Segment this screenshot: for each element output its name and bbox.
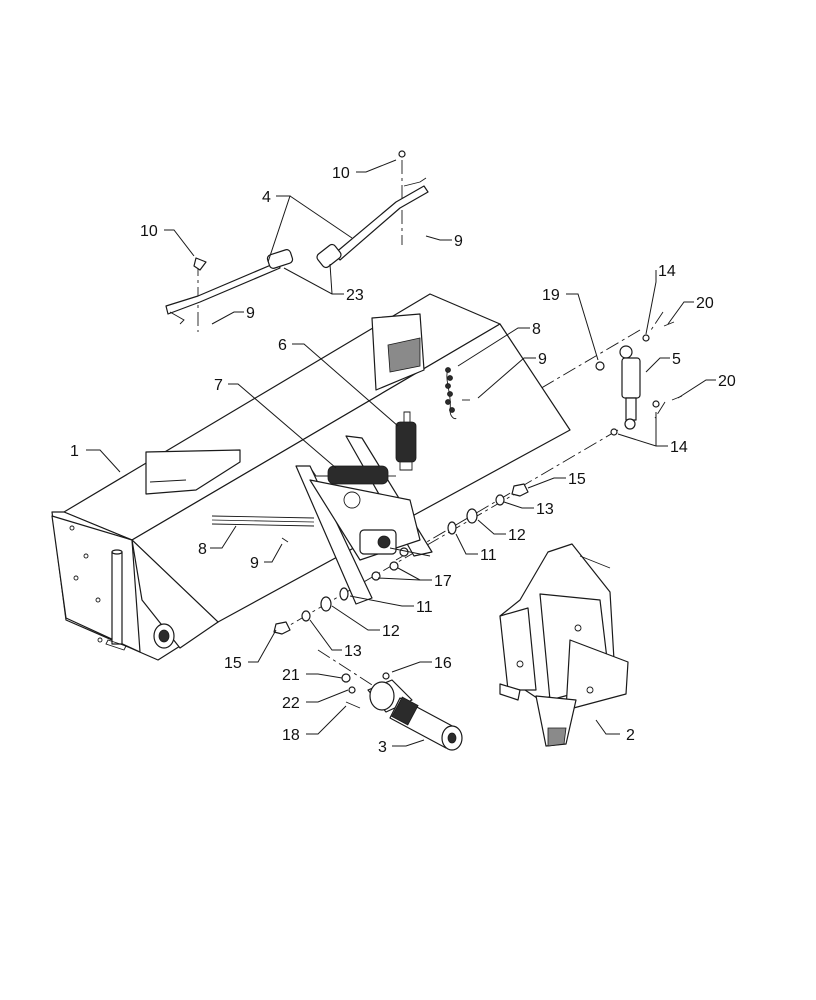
callout-19: 19 — [542, 287, 560, 304]
callout-1: 1 — [70, 443, 79, 460]
callout-8-lower: 8 — [198, 541, 207, 558]
callout-21: 21 — [282, 667, 300, 684]
link-rod-part-4-right — [316, 177, 429, 269]
callout-23: 23 — [346, 287, 364, 304]
shock-absorber-part-5 — [619, 345, 641, 430]
callout-9-mid: 9 — [538, 351, 547, 368]
callout-labels: 1 2 3 4 5 6 7 8 8 9 9 9 9 10 10 11 11 12… — [70, 165, 736, 756]
hitch-frame-part-2 — [499, 543, 629, 747]
callout-16: 16 — [434, 655, 452, 672]
callout-12-left: 12 — [382, 623, 400, 640]
callout-15-right: 15 — [568, 471, 586, 488]
callout-9-lower: 9 — [250, 555, 259, 572]
callout-20-bottom: 20 — [718, 373, 736, 390]
callout-3: 3 — [378, 739, 387, 756]
callout-12-right: 12 — [508, 527, 526, 544]
callout-leaders — [86, 159, 716, 747]
shaft-washers-left — [273, 561, 399, 635]
callout-8-upper: 8 — [532, 321, 541, 338]
callout-2: 2 — [626, 727, 635, 744]
callout-14-bottom: 14 — [670, 439, 688, 456]
callout-11-right: 11 — [480, 547, 497, 564]
callout-15-left: 15 — [224, 655, 242, 672]
callout-6: 6 — [278, 337, 287, 354]
shaft-washers-right — [447, 483, 529, 535]
chain-part-8-upper — [445, 367, 457, 420]
callout-5: 5 — [672, 351, 681, 368]
pto-hardware — [341, 672, 390, 709]
callout-17: 17 — [434, 573, 452, 590]
pto-shaft-part-3 — [367, 679, 463, 751]
callout-9-top: 9 — [454, 233, 463, 250]
pins-part-9 — [281, 399, 470, 543]
chain-part-8-lower — [211, 515, 315, 527]
callout-14-top: 14 — [658, 263, 676, 280]
callout-13-right: 13 — [536, 501, 554, 518]
callout-7: 7 — [214, 377, 223, 394]
callout-10-left: 10 — [140, 223, 158, 240]
callout-9-left: 9 — [246, 305, 255, 322]
spring-part-7 — [311, 465, 396, 485]
link-rod-part-4-left — [165, 249, 294, 325]
callout-20-top: 20 — [696, 295, 714, 312]
callout-22: 22 — [282, 695, 300, 712]
spring-part-6 — [395, 411, 417, 471]
pins-part-10 — [193, 150, 406, 271]
callout-18: 18 — [282, 727, 300, 744]
callout-10-top: 10 — [332, 165, 350, 182]
callout-11-left: 11 — [416, 599, 433, 616]
callout-13-left: 13 — [344, 643, 362, 660]
shock-hardware — [595, 321, 683, 436]
callout-4: 4 — [262, 189, 271, 206]
